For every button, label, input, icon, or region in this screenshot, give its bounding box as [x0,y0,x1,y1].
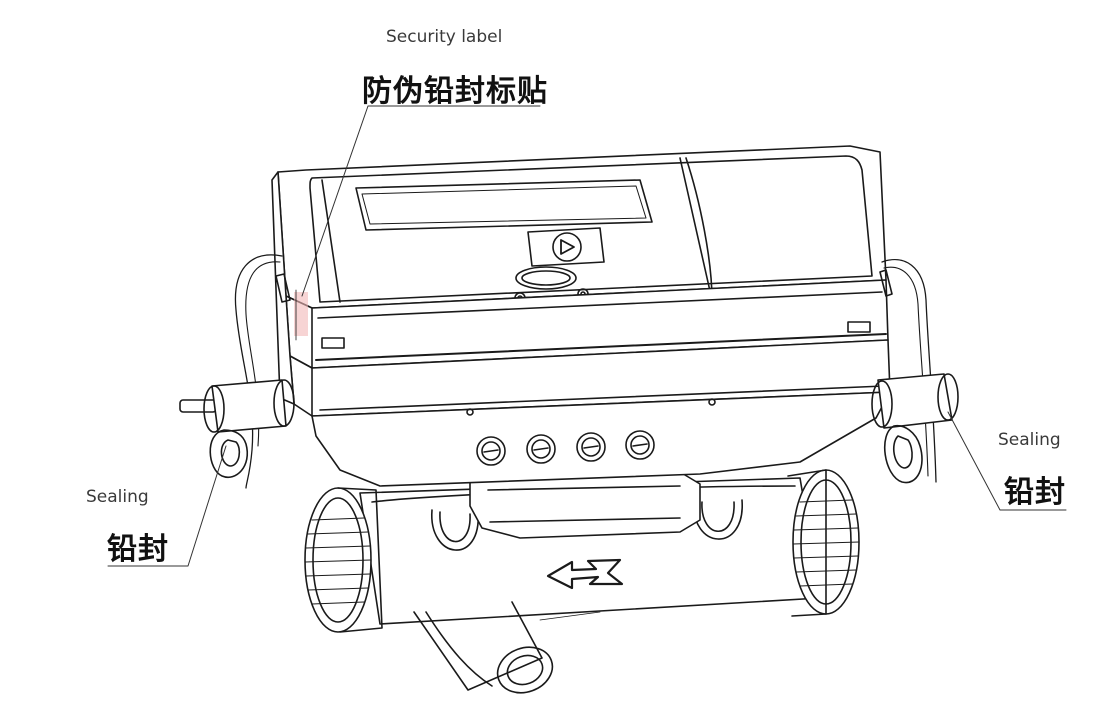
seal-wire-right [871,259,959,484]
cable-glands [476,430,655,466]
seal-wire-left [179,254,295,489]
flow-arrow-left-icon [546,558,624,590]
sealing-left-caption-cn: 铅封 [107,532,169,567]
vent-left [321,337,345,349]
play-triangle-icon [527,227,605,267]
security-label-caption-en: Security label [386,27,503,47]
security-label-sticker [294,289,308,341]
threaded-end-right [787,469,860,617]
security-label-caption-cn: 防伪铅封标贴 [362,74,548,109]
lcd-window [355,179,653,231]
sealing-right-caption-en: Sealing [998,430,1061,450]
callout-leaders [107,105,1067,567]
vent-right [847,321,871,333]
threaded-end-left [304,487,383,633]
pipe-body [359,471,821,694]
sealing-left-caption-en: Sealing [86,487,149,507]
strainer-outlet [413,601,554,694]
sealing-right-caption-cn: 铅封 [1004,475,1066,510]
calculator-housing [271,145,891,487]
